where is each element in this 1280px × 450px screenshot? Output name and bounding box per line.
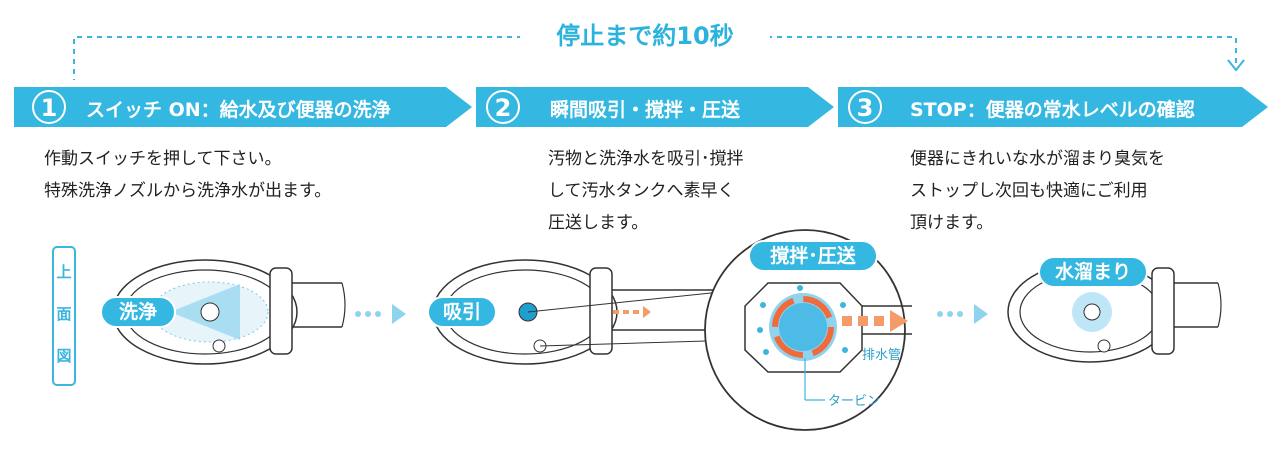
step-2-number: 2	[486, 90, 520, 124]
step-2-desc-line: 汚物と洗浄水を吸引･撹拌	[548, 149, 744, 169]
step-3-desc-line: 頂けます。	[910, 213, 994, 233]
suction-callout: 吸引	[427, 296, 497, 328]
step-2-banner: 2 瞬間吸引・撹拌・圧送	[476, 87, 834, 127]
drain-pipe-label: 排水管	[862, 348, 902, 363]
wash-callout: 洗浄	[100, 296, 176, 328]
step-2-description: 汚物と洗浄水を吸引･撹拌 して汚水タンクへ素早く 圧送します。	[548, 143, 744, 239]
step-1-banner: 1 スイッチ ON：給水及び便器の洗浄	[14, 87, 472, 127]
flow-arrow-1	[355, 304, 406, 324]
step-1-title: スイッチ ON：給水及び便器の洗浄	[86, 99, 391, 121]
water-pool-callout: 水溜まり	[1038, 256, 1148, 288]
timer-label: 停止まで約10秒	[520, 16, 770, 51]
step-3-number: 3	[848, 90, 882, 124]
top-view-label: 上 面 図	[52, 246, 76, 386]
step-3-desc-line: ストップし次回も快適にご利用	[910, 181, 1148, 201]
step-1-desc-line: 作動スイッチを押して下さい。	[44, 149, 282, 169]
step-1-desc-line: 特殊洗浄ノズルから洗浄水が出ます。	[44, 181, 332, 201]
step-1-number: 1	[32, 90, 66, 124]
step-2-title: 瞬間吸引・撹拌・圧送	[550, 99, 741, 121]
step-2-desc-line: して汚水タンクへ素早く	[548, 181, 735, 201]
step-3-desc-line: 便器にきれいな水が溜まり臭気を	[910, 149, 1165, 169]
top-view-char: 面	[56, 305, 72, 323]
flow-arrow-2	[937, 304, 988, 324]
timer-dashed-line	[73, 36, 1245, 80]
turbine-label: タービン	[828, 394, 881, 409]
step-3-description: 便器にきれいな水が溜まり臭気を ストップし次回も快適にご利用 頂けます。	[910, 143, 1165, 239]
agitation-callout: 撹拌･圧送	[748, 240, 878, 272]
step-3-title: STOP：便器の常水レベルの確認	[910, 99, 1195, 121]
top-view-char: 図	[56, 347, 72, 365]
step-3-banner: 3 STOP：便器の常水レベルの確認	[838, 87, 1268, 127]
magnified-view	[704, 229, 912, 431]
top-view-char: 上	[56, 263, 72, 281]
toilet-2-drawing	[432, 259, 741, 365]
step-2-desc-line: 圧送します。	[548, 213, 649, 233]
step-1-description: 作動スイッチを押して下さい。 特殊洗浄ノズルから洗浄水が出ます。	[44, 143, 331, 207]
